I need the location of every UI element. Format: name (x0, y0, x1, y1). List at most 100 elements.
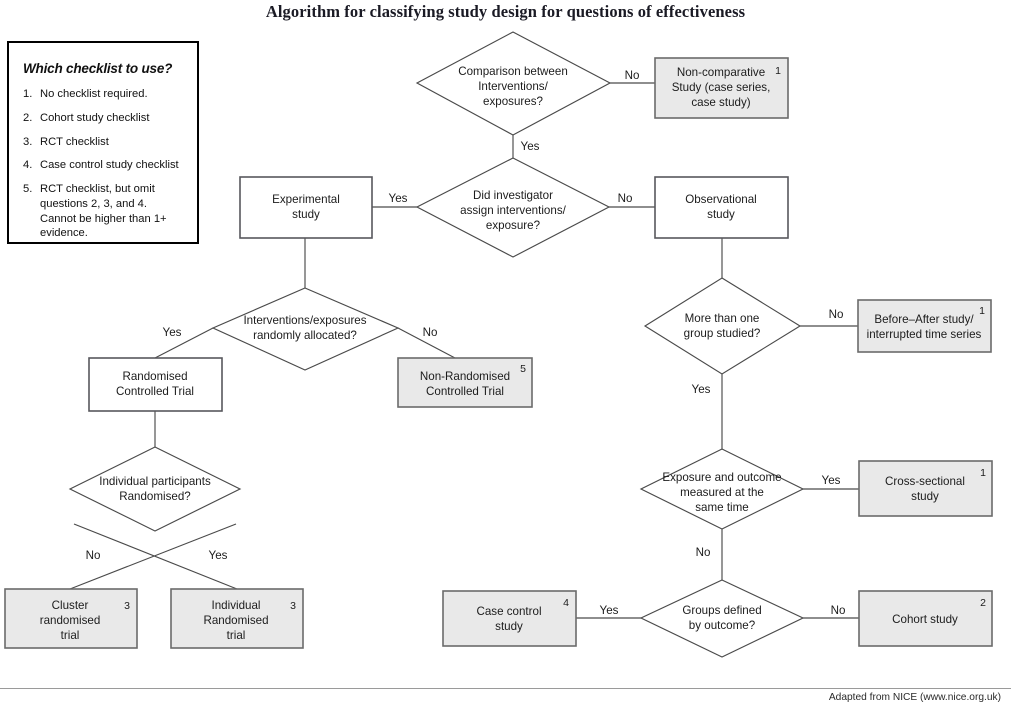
edge-allocated-yes (154, 327, 214, 359)
decision-comparison-line1: Comparison between (458, 65, 568, 78)
decision-more-than-one-group: More than one group studied? (643, 277, 802, 375)
diamond-shape (643, 277, 802, 375)
decision-allocated-line2: randomly allocated? (253, 329, 357, 342)
edge-label-individual-no: No (86, 549, 101, 562)
box-shape (858, 590, 993, 647)
node-label-line1: Case control (476, 605, 541, 618)
diamond-shape (68, 446, 242, 532)
edge-allocated-no (397, 327, 456, 359)
diamond-shape (415, 31, 612, 136)
box-shape (858, 460, 993, 517)
node-label-line2: Controlled Trial (116, 385, 194, 398)
edge-label-comparison-no: No (625, 69, 640, 82)
decision-assign-line1: Did investigator (473, 189, 553, 202)
checklist-legend-box: Which checklist to use? 1. No checklist … (7, 41, 199, 244)
decision-comparison: Comparison between Interventions/ exposu… (415, 31, 612, 136)
badge-number: 3 (124, 600, 130, 612)
edge-individual-yes (73, 523, 238, 590)
badge-number: 1 (979, 305, 985, 317)
edge-label-allocated-yes: Yes (163, 326, 182, 339)
node-label-line1: Observational (685, 193, 757, 206)
footer-divider (0, 688, 1011, 689)
list-item: 5. RCT checklist, but omit questions 2, … (23, 182, 183, 241)
node-label-line3: trial (61, 629, 80, 642)
box-shape (239, 176, 373, 239)
node-cohort-study: 2 Cohort study (858, 590, 993, 647)
node-non-comparative: 1 Non-comparative Study (case series, ca… (654, 57, 789, 119)
decision-assign-line3: exposure? (486, 219, 541, 232)
decision-byoutcome-line1: Groups defined (682, 604, 761, 617)
decision-groups-line1: More than one (685, 312, 760, 325)
diamond-shape (211, 287, 400, 371)
decision-comparison-line2: Interventions/ (478, 80, 548, 93)
decision-individual-line1: Individual participants (99, 475, 211, 488)
edge-label-individual-yes: Yes (209, 549, 228, 562)
node-label-line2: study (292, 208, 320, 221)
badge-number: 3 (290, 600, 296, 612)
list-item-number: 5. (23, 183, 33, 196)
box-shape (442, 590, 577, 647)
diamond-shape (639, 448, 805, 530)
edge-label-assign-yes: Yes (389, 192, 408, 205)
node-before-after-study: 1 Before–After study/ interrupted time s… (857, 299, 992, 353)
node-label-line1: Non-comparative (677, 66, 765, 79)
checklist-list: 1. No checklist required. 2. Cohort stud… (23, 87, 183, 241)
edge-label-comparison-yes: Yes (521, 140, 540, 153)
node-label-line2: study (911, 490, 939, 503)
node-label-line1: Cluster (52, 599, 89, 612)
edge-label-sametime-no: No (696, 546, 711, 559)
page-title: Algorithm for classifying study design f… (265, 2, 746, 21)
node-cross-sectional-study: 1 Cross-sectional study (858, 460, 993, 517)
badge-number: 1 (775, 65, 781, 77)
list-item: 3. RCT checklist (23, 135, 183, 150)
node-label-line1: Randomised (122, 370, 187, 383)
decision-groups-line2: group studied? (684, 327, 761, 340)
node-observational-study: Observational study (654, 176, 789, 239)
node-label-line3: case study) (691, 96, 750, 109)
footer-attribution: Adapted from NICE (www.nice.org.uk) (828, 692, 1001, 703)
connector-group (69, 82, 859, 619)
box-shape (4, 588, 138, 649)
decision-individual-line2: Randomised? (119, 490, 191, 503)
decision-same-time: Exposure and outcome measured at the sam… (639, 448, 805, 530)
list-item-number: 4. (23, 159, 33, 172)
list-item: 2. Cohort study checklist (23, 111, 183, 126)
decision-byoutcome-line2: by outcome? (689, 619, 756, 632)
node-label-line1: Individual (212, 599, 261, 612)
box-shape (654, 57, 789, 119)
node-individual-randomised-trial: 3 Individual Randomised trial (170, 588, 304, 649)
box-shape (170, 588, 304, 649)
edge-label-sametime-yes: Yes (822, 474, 841, 487)
edge-label-assign-no: No (618, 192, 633, 205)
node-label-line1: Non-Randomised (420, 370, 510, 383)
edge-label-group: No Yes Yes No Yes No No Yes No Yes Yes N… (86, 69, 846, 617)
edge-label-groups-yes: Yes (692, 383, 711, 396)
node-label-line2: study (495, 620, 523, 633)
list-item-number: 1. (23, 88, 33, 100)
badge-number: 2 (980, 597, 986, 609)
decision-allocated-line1: Interventions/exposures (243, 314, 366, 327)
node-label-line2: Study (case series, (672, 81, 771, 94)
list-item-number: 2. (23, 111, 33, 124)
list-item: 4. Case control study checklist (23, 158, 183, 173)
badge-number: 1 (980, 467, 986, 479)
edge-label-byoutcome-no: No (831, 604, 846, 617)
diamond-shape (639, 579, 805, 658)
list-item-number: 3. (23, 135, 33, 148)
edge-individual-no (69, 523, 237, 590)
badge-number: 5 (520, 363, 526, 375)
node-non-randomised-controlled-trial: 5 Non-Randomised Controlled Trial (397, 357, 533, 408)
node-label-line3: trial (227, 629, 246, 642)
decision-sametime-line1: Exposure and outcome (662, 471, 781, 484)
node-label-line2: Controlled Trial (426, 385, 504, 398)
decision-groups-by-outcome: Groups defined by outcome? (639, 579, 805, 658)
node-label-line2: interrupted time series (867, 328, 982, 341)
list-item-label: Cohort study checklist (40, 111, 150, 124)
box-shape (88, 357, 223, 412)
edge-label-byoutcome-yes: Yes (600, 604, 619, 617)
decision-comparison-line3: exposures? (483, 95, 543, 108)
box-shape (654, 176, 789, 239)
node-case-control-study: 4 Case control study (442, 590, 577, 647)
